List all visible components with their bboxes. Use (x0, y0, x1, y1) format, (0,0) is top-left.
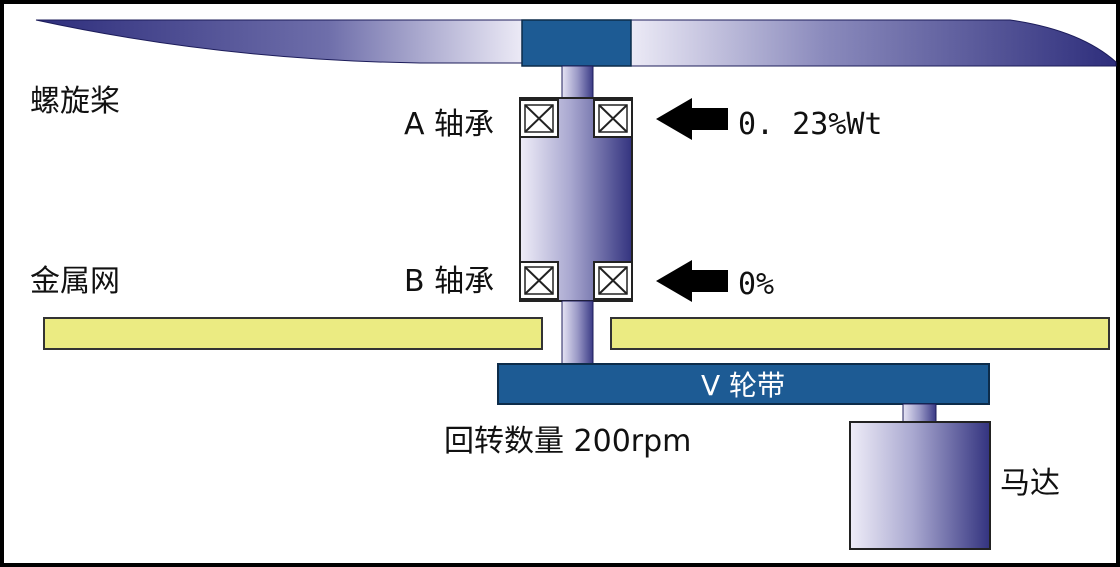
motor-shaft (902, 403, 937, 423)
propeller-label: 螺旋桨 (30, 84, 120, 119)
propeller-blade-left (35, 19, 523, 64)
bearing-b-left-box (519, 261, 559, 300)
bearing-b-right-box (593, 261, 633, 300)
v-belt-label: V 轮带 (701, 369, 785, 402)
metal-mesh-right (610, 317, 1110, 350)
bearing-a-right-box (593, 99, 633, 138)
motor-label: 马达 (1000, 466, 1060, 501)
lower-shaft (561, 300, 594, 366)
bearing-a-left-box (519, 99, 559, 138)
bearing-b-value: 0% (738, 267, 774, 302)
rotation-speed-label: 回转数量 200rpm (444, 424, 691, 459)
v-belt (497, 363, 990, 405)
propeller-blade-right (630, 19, 1117, 67)
bearing-a-label: A 轴承 (404, 107, 494, 142)
bearing-b-arrow-icon (656, 260, 728, 302)
bearing-a-arrow-icon (656, 98, 728, 140)
metal-mesh-left (43, 317, 543, 350)
bearing-b-label: B 轴承 (404, 264, 494, 299)
upper-shaft (561, 65, 594, 99)
bearing-a-value: 0. 23%Wt (738, 107, 883, 142)
propeller-hub (521, 19, 632, 67)
metal-mesh-label: 金属网 (30, 264, 120, 299)
motor-body (849, 421, 991, 550)
